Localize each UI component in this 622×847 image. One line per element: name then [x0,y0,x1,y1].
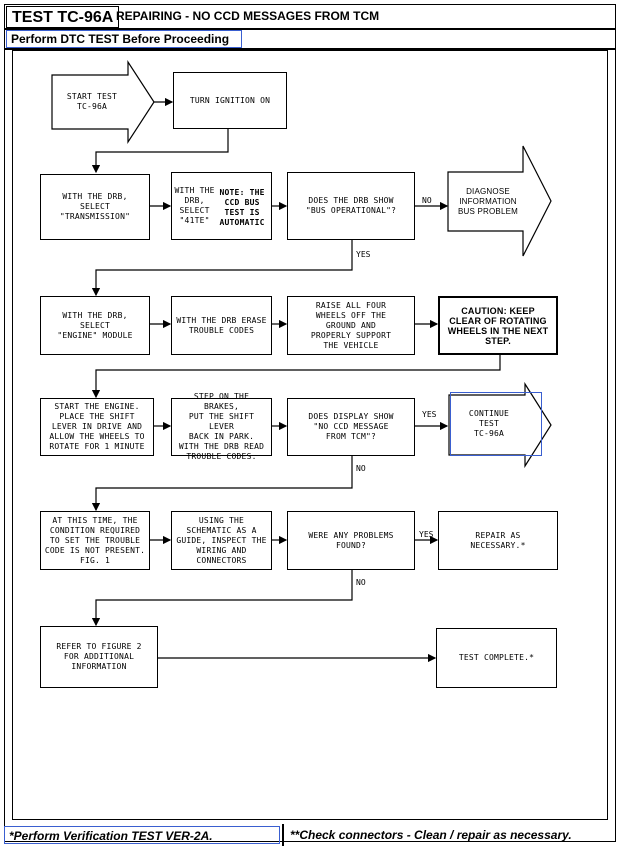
page-frame [4,4,616,842]
refer-figure-2-step: REFER TO FIGURE 2 FOR ADDITIONAL INFORMA… [40,626,158,688]
perform-dtc-note: Perform DTC TEST Before Proceeding [6,30,242,48]
test-complete-step: TEST COMPLETE.* [436,628,557,688]
yes-label: YES [422,410,437,419]
verification-note: *Perform Verification TEST VER-2A. [4,826,280,844]
caution-step: CAUTION: KEEP CLEAR OF ROTATING WHEELS I… [438,296,558,355]
repair-step: REPAIR AS NECESSARY.* [438,511,558,570]
test-id: TEST TC-96A [6,6,120,28]
ignition-on-step: TURN IGNITION ON [173,72,287,129]
yes-label: YES [419,530,434,539]
yes-label: YES [356,250,371,259]
diagnose-bus-step: DIAGNOSE INFORMATION BUS PROBLEM [458,187,518,216]
inspect-wiring-step: USING THE SCHEMATIC AS A GUIDE, INSPECT … [171,511,272,570]
raise-wheels-step: RAISE ALL FOUR WHEELS OFF THE GROUND AND… [287,296,415,355]
select-41te-text: WITH THE DRB, SELECT "41TE" [174,186,215,225]
ccd-bus-note: NOTE: THE CCD BUS TEST IS AUTOMATIC [219,188,265,227]
flowchart-panel [12,50,608,820]
step-brakes-step: STEP ON THE BRAKES, PUT THE SHIFT LEVER … [171,392,272,461]
select-41te-step: WITH THE DRB, SELECT "41TE" NOTE: THE CC… [171,172,272,240]
erase-codes-step: WITH THE DRB ERASE TROUBLE CODES [171,296,272,355]
header-divider [4,28,616,30]
bus-operational-question: DOES THE DRB SHOW "BUS OPERATIONAL"? [287,172,415,240]
test-title: REPAIRING - NO CCD MESSAGES FROM TCM [116,9,380,23]
no-label: NO [356,578,366,587]
continue-test-step: CONTINUE TEST TC-96A [468,409,510,438]
start-test-step: START TEST TC-96A [66,92,118,111]
no-label: NO [356,464,366,473]
start-engine-step: START THE ENGINE. PLACE THE SHIFT LEVER … [40,398,154,456]
perform-divider [4,48,616,50]
connectors-note: **Check connectors - Clean / repair as n… [290,828,572,842]
select-transmission-step: WITH THE DRB, SELECT "TRANSMISSION" [40,174,150,240]
problems-found-question: WERE ANY PROBLEMS FOUND? [287,511,415,570]
no-ccd-message-question: DOES DISPLAY SHOW "NO CCD MESSAGE FROM T… [287,398,415,456]
select-engine-step: WITH THE DRB, SELECT "ENGINE" MODULE [40,296,150,355]
footer-divider [282,824,284,846]
condition-not-present-step: AT THIS TIME, THE CONDITION REQUIRED TO … [40,511,150,570]
no-label: NO [422,196,432,205]
